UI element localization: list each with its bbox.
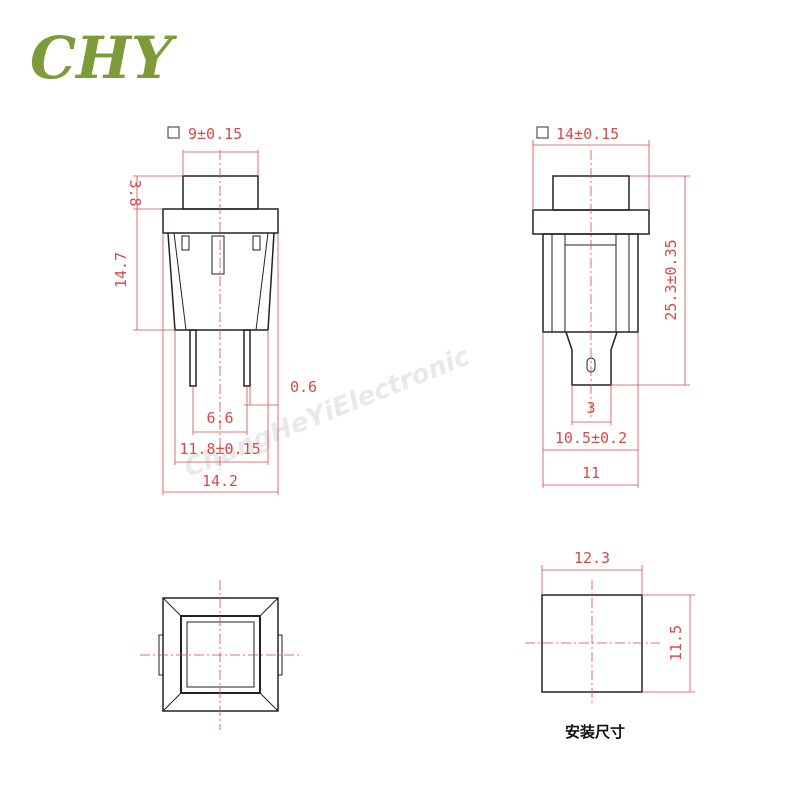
dim-front-cap-height: 3.8 (126, 179, 144, 206)
dim-side-flange-width: 14±0.15 (556, 125, 619, 143)
square-symbol-icon (167, 126, 180, 139)
front-pin-right (243, 329, 251, 387)
front-flange (162, 208, 279, 234)
front-cap (182, 175, 259, 210)
front-pin-left (189, 329, 197, 387)
dim-front-body-height: 14.7 (112, 252, 130, 288)
dim-front-cap-width: 9±0.15 (188, 125, 242, 143)
dim-side-total-height: 25.3±0.35 (662, 239, 680, 320)
mounting-hole-caption: 安装尺寸 (565, 723, 625, 741)
dim-hole-height: 11.5 (667, 625, 685, 661)
dim-front-flange-width: 14.2 (202, 472, 238, 490)
front-body (167, 232, 275, 331)
side-body (542, 233, 639, 333)
mounting-hole (525, 565, 695, 705)
side-dimension-lines (532, 140, 690, 488)
front-view (162, 175, 279, 387)
dim-side-base-width: 11 (582, 464, 600, 482)
dim-hole-width: 12.3 (574, 549, 610, 567)
dim-side-terminal-width: 3 (586, 399, 595, 417)
logo-text: CHY (30, 24, 178, 92)
dim-front-pin-thickness: 0.6 (290, 378, 317, 396)
chy-logo: CHY (30, 24, 178, 92)
top-cap-outer (180, 615, 261, 694)
top-cap-inner (186, 621, 255, 688)
side-terminal (565, 331, 618, 386)
dim-side-body-width: 10.5±0.2 (555, 429, 627, 447)
dim-front-pin-pitch: 6.6 (206, 409, 233, 427)
square-symbol-icon (536, 126, 549, 139)
dim-front-body-width: 11.8±0.15 (179, 440, 260, 458)
top-view (158, 597, 283, 712)
front-dimension-lines (133, 150, 279, 495)
